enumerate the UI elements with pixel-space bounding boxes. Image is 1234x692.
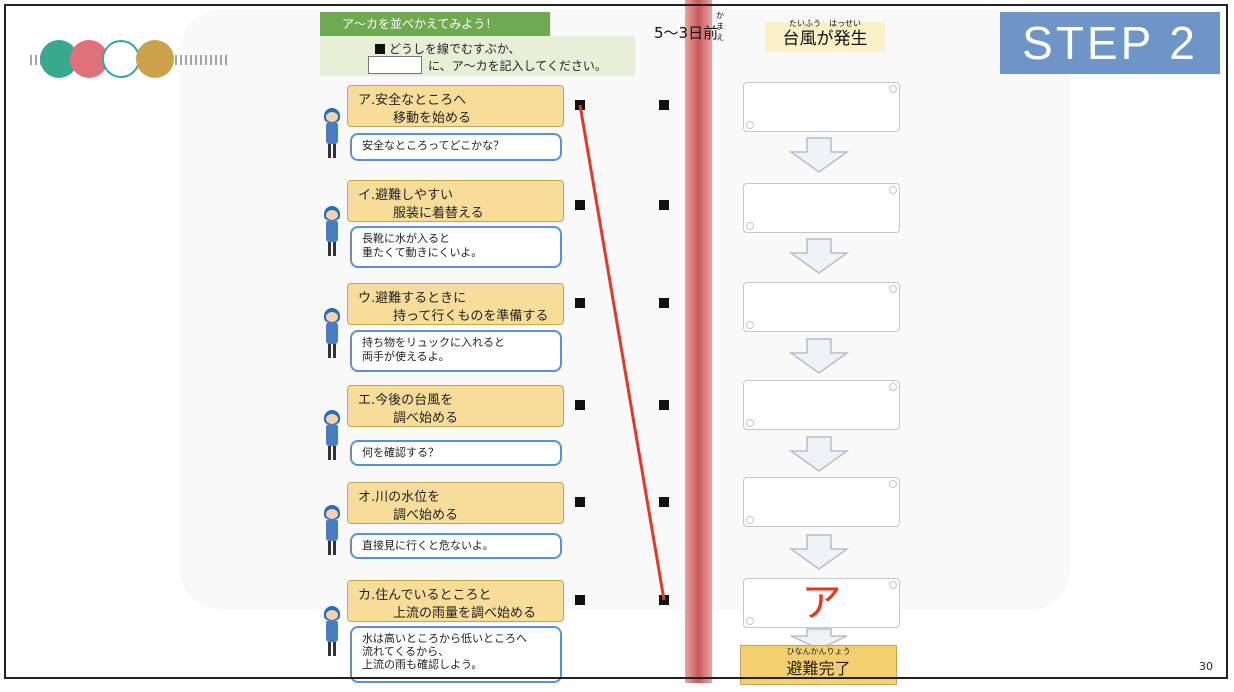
down-arrow-icon: [790, 628, 848, 650]
option-card-b: イ.避難しやすい 服装に着替える: [347, 180, 564, 222]
page-number: 30: [1199, 660, 1213, 673]
hint-a: 安全なところってどこかな？: [350, 133, 562, 161]
option-c-line1: ウ.避難するときに: [358, 291, 467, 306]
hint-d: 何を確認する？: [350, 440, 562, 466]
down-arrow-icon: [789, 338, 849, 374]
final-text: 避難完了: [786, 659, 851, 678]
title-text: 台風が発生: [782, 29, 868, 49]
timeline-title: たいふう はっせい 台風が発生: [765, 19, 885, 52]
timing-ruby: かまえ: [716, 11, 724, 42]
answer-slot-5[interactable]: [743, 477, 900, 527]
title-ruby: たいふう はっせい: [789, 19, 861, 28]
answer-slot-2[interactable]: [743, 183, 900, 233]
down-arrow-icon: [789, 137, 849, 173]
step-label: STEP 2: [1000, 12, 1220, 74]
option-d-line1: エ.今後の台風を: [358, 393, 454, 408]
timing-text: 5〜3日前: [654, 24, 719, 42]
answer-slot-4[interactable]: [743, 380, 900, 430]
option-a-line2: 移動を始める: [393, 111, 472, 126]
option-f-line2: 上流の雨量を調べ始める: [393, 606, 537, 621]
connector-dot-right-1[interactable]: [659, 100, 669, 110]
connector-dot-left-d[interactable]: [575, 400, 585, 410]
final-ruby: ひなんかんりょう: [786, 647, 851, 656]
logo-circle-pink: [70, 40, 108, 78]
girl-icon: [320, 206, 346, 260]
option-e-line1: オ.川の水位を: [358, 490, 441, 505]
timeline-bar: [685, 0, 712, 683]
girl-icon: [320, 606, 346, 660]
logo-circle-gold: [136, 40, 174, 78]
option-a-line1: ア.安全なところへ: [358, 93, 467, 108]
girl-icon: [320, 308, 346, 362]
connector-dot-left-b[interactable]: [575, 200, 585, 210]
girl-icon: [320, 505, 346, 559]
girl-icon: [320, 108, 346, 162]
option-card-a: ア.安全なところへ 移動を始める: [347, 85, 564, 127]
blank-box-icon: [368, 56, 422, 74]
connector-dot-left-f[interactable]: [575, 595, 585, 605]
hint-f: 水は高いところから低いところへ 流れてくるから、 上流の雨も確認しよう。: [350, 626, 562, 683]
option-e-line2: 調べ始める: [393, 508, 459, 523]
instruction-2-text: に、ア〜カを記入してください。: [428, 58, 607, 73]
option-card-f: カ.住んでいるところと 上流の雨量を調べ始める: [347, 580, 564, 622]
option-c-line2: 持って行くものを準備する: [393, 309, 549, 324]
instruction-line-1: どうしを線でむすぶか、: [375, 40, 521, 57]
answer-slot-6[interactable]: ア: [743, 578, 900, 628]
connector-dot-right-5[interactable]: [659, 497, 669, 507]
logo: [30, 40, 230, 84]
activity-header: ア〜カを並べかえてみよう！: [320, 12, 550, 36]
option-b-line2: 服装に着替える: [393, 206, 484, 221]
hint-b: 長靴に水が入ると 重たくて動きにくいよ。: [350, 226, 562, 268]
connector-dot-right-3[interactable]: [659, 298, 669, 308]
hint-c: 持ち物をリュックに入れると 両手が使えるよ。: [350, 330, 562, 372]
instruction-1-text: どうしを線でむすぶか、: [389, 42, 521, 56]
instruction-line-2: に、ア〜カを記入してください。: [368, 56, 607, 74]
answer-slot-3[interactable]: [743, 282, 900, 332]
option-card-e: オ.川の水位を 調べ始める: [347, 482, 564, 524]
answer-6: ア: [801, 580, 842, 626]
girl-icon: [320, 410, 346, 464]
option-b-line1: イ.避難しやすい: [358, 188, 454, 203]
option-card-c: ウ.避難するときに 持って行くものを準備する: [347, 283, 564, 325]
connector-dot-right-4[interactable]: [659, 400, 669, 410]
option-d-line2: 調べ始める: [393, 411, 459, 426]
connector-dot-right-2[interactable]: [659, 200, 669, 210]
answer-slot-1[interactable]: [743, 82, 900, 132]
connector-dot-left-e[interactable]: [575, 497, 585, 507]
connector-dot-left-c[interactable]: [575, 298, 585, 308]
option-card-d: エ.今後の台風を 調べ始める: [347, 385, 564, 427]
down-arrow-icon: [789, 238, 849, 274]
square-marker-icon: [375, 44, 385, 54]
option-f-line1: カ.住んでいるところと: [358, 588, 492, 603]
down-arrow-icon: [789, 534, 849, 570]
down-arrow-icon: [789, 436, 849, 472]
hint-e: 直接見に行くと危ないよ。: [350, 533, 562, 559]
timing-label: かまえ 5〜3日前: [654, 11, 724, 43]
slide-border: [4, 4, 1228, 679]
